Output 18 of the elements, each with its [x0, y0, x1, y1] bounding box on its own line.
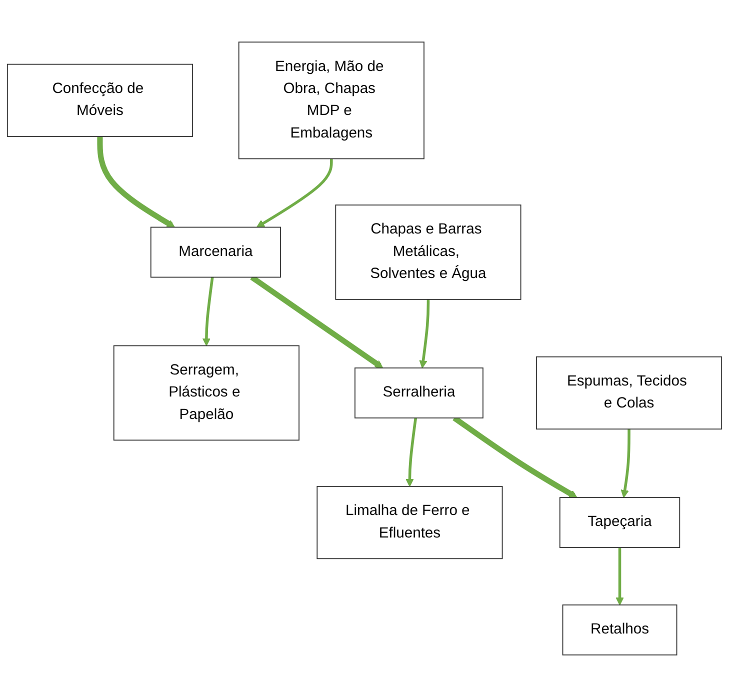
- node-box: Marcenaria: [150, 226, 281, 278]
- arrow: [616, 548, 624, 606]
- arrow: [452, 416, 578, 498]
- node-box: Confecção de Móveis: [6, 64, 194, 137]
- arrow: [202, 277, 214, 346]
- node-box: Chapas e Barras Metálicas, Solventes e Água: [335, 204, 522, 300]
- arrow: [97, 136, 175, 228]
- node-box: Serragem, Plásticos e Papelão: [113, 345, 300, 441]
- node-box: Serralheria: [354, 367, 484, 418]
- node-box: Espumas, Tecidos e Colas: [536, 356, 722, 430]
- node-box: Tapeçaria: [559, 497, 680, 548]
- arrow: [620, 429, 630, 498]
- node-box: Limalha de Ferro e Efluentes: [316, 486, 503, 560]
- arrow: [406, 418, 418, 487]
- arrow: [256, 158, 333, 228]
- node-box: Retalhos: [562, 604, 678, 656]
- node-box: Energia, Mão de Obra, Chapas MDP e Embalagens: [238, 42, 424, 160]
- arrow: [419, 299, 430, 368]
